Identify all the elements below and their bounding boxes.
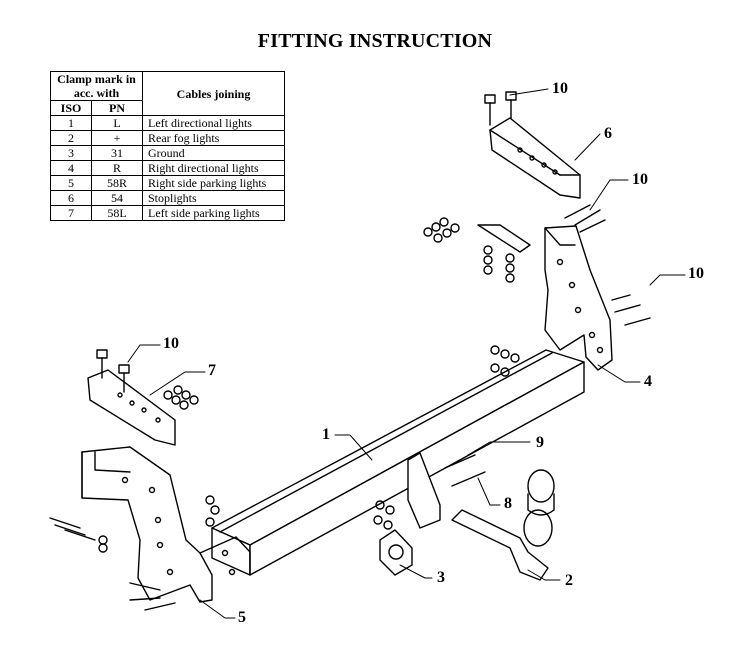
plate-part-6 — [477, 117, 581, 253]
center-mount-plate — [407, 452, 441, 529]
bolt-set-left-top — [96, 349, 130, 393]
callout-3: 3 — [437, 569, 445, 586]
desc-cell: Right directional lights — [142, 160, 285, 176]
pn-cell: 31 — [91, 145, 143, 161]
callout-10-top: 10 — [552, 80, 568, 97]
desc-cell: Right side parking lights — [142, 175, 285, 191]
callout-9: 9 — [536, 434, 544, 451]
nut-stack-top-left — [423, 217, 515, 283]
callout-10-right-lower: 10 — [688, 265, 704, 282]
header-clamp-mark: Clamp mark in acc. with — [50, 71, 143, 101]
bolt-set-center — [373, 454, 486, 530]
left-bracket-part-5 — [81, 446, 251, 603]
bolt-set-right-upper — [564, 204, 606, 233]
nut-stack-left-lower — [98, 495, 220, 553]
right-bracket-part-4 — [544, 225, 613, 371]
page-title: FITTING INSTRUCTION — [257, 30, 493, 52]
callout-10-right-upper: 10 — [632, 171, 648, 188]
callout-7: 7 — [208, 362, 216, 379]
table-header-row: Clamp mark in acc. with Cables joining — [50, 71, 285, 116]
pn-cell: 58L — [91, 205, 143, 221]
callout-2: 2 — [565, 572, 573, 589]
bolt-set-right-lower — [611, 294, 651, 326]
ball-mount-part-2 — [451, 469, 555, 581]
pn-cell: 54 — [91, 190, 143, 206]
bolt-set-left-side — [49, 517, 176, 611]
cable-joining-table: Clamp mark in acc. with Cables joining I… — [50, 71, 285, 221]
desc-cell: Left side parking lights — [142, 205, 285, 221]
leader-lines — [127, 88, 686, 619]
callout-5: 5 — [238, 609, 246, 626]
callout-4: 4 — [644, 373, 652, 390]
nut-stack-right-middle — [490, 345, 520, 377]
header-pn: PN — [91, 100, 143, 116]
desc-cell: Stoplights — [142, 190, 285, 206]
bolt-set-top — [484, 91, 517, 126]
callout-10-left: 10 — [163, 335, 179, 352]
socket-plate-part-3 — [379, 529, 413, 576]
desc-cell: Ground — [142, 145, 285, 161]
iso-cell: 7 — [50, 205, 92, 221]
plate-part-7 — [87, 369, 176, 446]
header-cables-joining: Cables joining — [142, 71, 285, 116]
nut-stack-left-plate — [163, 385, 199, 410]
callout-6: 6 — [604, 125, 612, 142]
callout-8: 8 — [504, 495, 512, 512]
callout-1: 1 — [322, 426, 330, 443]
